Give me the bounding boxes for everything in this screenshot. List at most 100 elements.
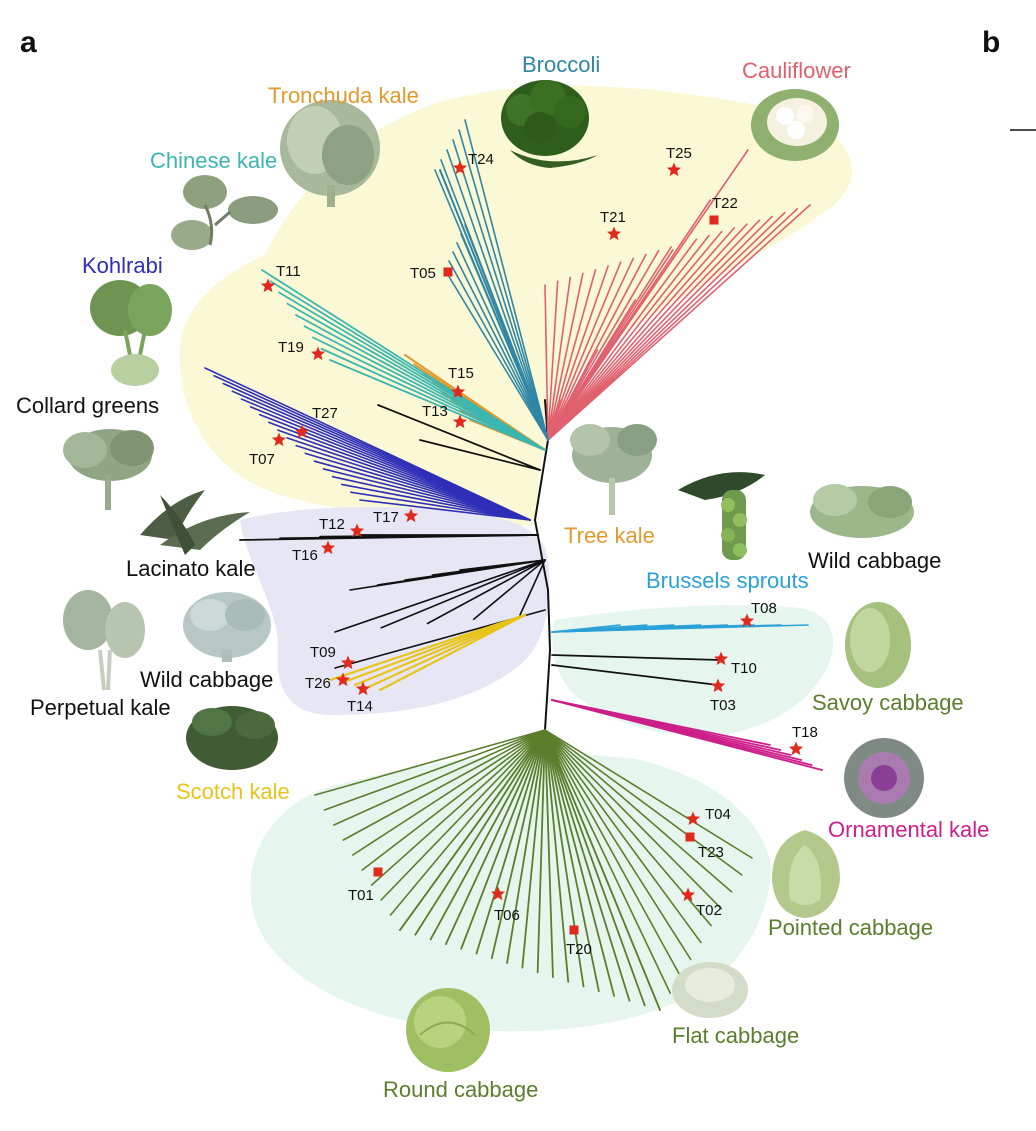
star-marker: [680, 887, 696, 902]
cauliflower-branch: [547, 149, 749, 441]
chinese-kale-branch: [303, 325, 546, 451]
kohlrabi-branch: [322, 468, 531, 521]
label-flat-cabbage: Flat cabbage: [672, 1023, 799, 1048]
round-cabbage-image: [406, 988, 490, 1072]
marker-label: T19: [278, 339, 304, 356]
broccoli-branch: [452, 139, 549, 441]
kohlrabi-branch: [313, 460, 531, 521]
lacinato-kale-image: [140, 490, 250, 555]
label-chinese-kale: Chinese kale: [150, 148, 277, 173]
marker-t12: T12: [319, 516, 365, 538]
label-cauliflower: Cauliflower: [742, 58, 851, 83]
collard-branch: [419, 439, 541, 471]
brussels-branch: [551, 624, 809, 633]
label-round-cabbage: Round cabbage: [383, 1077, 538, 1102]
ornamental-branch: [551, 699, 823, 771]
marker-label: T10: [731, 660, 757, 677]
broccoli-image: [501, 80, 598, 168]
region-green-upper: [552, 605, 834, 736]
chinese-kale-branch: [295, 314, 546, 451]
marker-t27: T27: [294, 405, 338, 439]
marker-label: T24: [468, 151, 494, 168]
cabbage-branch: [544, 729, 753, 859]
cauliflower-branch: [547, 234, 710, 441]
cabbage-branch: [429, 729, 546, 941]
marker-label: T20: [566, 941, 592, 958]
cabbage-branch: [475, 729, 546, 955]
cabbage-branch: [389, 729, 546, 916]
cabbage-branch: [314, 729, 546, 796]
cauliflower-branch: [547, 219, 761, 441]
cauliflower-branch: [544, 284, 549, 441]
broccoli-branch: [439, 169, 549, 441]
marker-label: T21: [600, 209, 626, 226]
scotch-kale-branch: [341, 613, 527, 684]
cauliflower-branch: [547, 230, 723, 441]
marker-t07: T07: [249, 432, 287, 468]
marker-t14: T14: [347, 681, 373, 715]
label-savoy-cabbage: Savoy cabbage: [812, 690, 964, 715]
cauliflower-branch: [547, 227, 736, 441]
cabbage-branch: [414, 729, 546, 936]
label-perpetual-kale: Perpetual kale: [30, 695, 171, 720]
cabbage-branch: [544, 729, 702, 944]
marker-label: T12: [319, 516, 345, 533]
cauliflower-branch: [547, 211, 786, 441]
label-tree-kale: Tree kale: [564, 523, 655, 548]
marker-t26: T26: [305, 672, 351, 692]
marker-label: T17: [373, 509, 399, 526]
marker-label: T23: [698, 844, 724, 861]
square-marker: [373, 867, 383, 877]
marker-label: T25: [666, 145, 692, 162]
star-marker: [788, 741, 804, 756]
panel-b-label: b: [982, 26, 1000, 59]
marker-label: T06: [494, 907, 520, 924]
cauliflower-branch: [547, 272, 584, 441]
marker-label: T01: [348, 887, 374, 904]
star-marker: [403, 508, 419, 523]
cauliflower-branch: [547, 238, 698, 441]
marker-t25: T25: [666, 145, 692, 177]
star-marker: [335, 672, 351, 687]
star-marker: [355, 681, 371, 696]
wild-cabbage-branch: [426, 559, 546, 625]
marker-label: T16: [292, 547, 318, 564]
marker-t22: T22: [709, 195, 738, 225]
star-marker: [666, 162, 682, 177]
pointed-cabbage-image: [772, 830, 840, 918]
cabbage-branch: [544, 729, 646, 1007]
cauliflower-branch: [547, 223, 748, 441]
perpetual-kale-image: [63, 590, 145, 691]
marker-label: T13: [422, 403, 448, 420]
marker-t18: T18: [788, 724, 818, 756]
kohlrabi-branch: [295, 444, 531, 521]
broccoli-branch: [448, 260, 549, 441]
square-marker: [443, 267, 453, 277]
backbone-branch: [534, 519, 549, 591]
cauliflower-branch: [547, 276, 572, 441]
star-marker: [260, 278, 276, 293]
panel-a-label: a: [20, 26, 37, 59]
cauliflower-branch: [547, 399, 561, 441]
marker-label: T18: [792, 724, 818, 741]
star-marker: [606, 226, 622, 241]
wild-cabbage-branch: [472, 559, 546, 621]
chinese-kale-branch: [312, 336, 546, 451]
square-marker: [709, 215, 719, 225]
cauliflower-image: [751, 89, 839, 161]
marker-t10: T10: [713, 651, 757, 677]
marker-label: T22: [712, 195, 738, 212]
star-marker: [349, 523, 365, 538]
marker-t02: T02: [680, 887, 722, 919]
marker-t03: T03: [710, 678, 736, 714]
scotch-kale-branch: [353, 613, 527, 687]
star-marker: [310, 346, 326, 361]
marker-t17: T17: [373, 508, 419, 526]
cauliflower-branch: [547, 261, 622, 441]
label-wild-cabbage-left: Wild cabbage: [140, 667, 273, 692]
marker-t23: T23: [685, 832, 724, 861]
star-marker: [713, 651, 729, 666]
wild-cabbage-branch: [459, 559, 546, 571]
